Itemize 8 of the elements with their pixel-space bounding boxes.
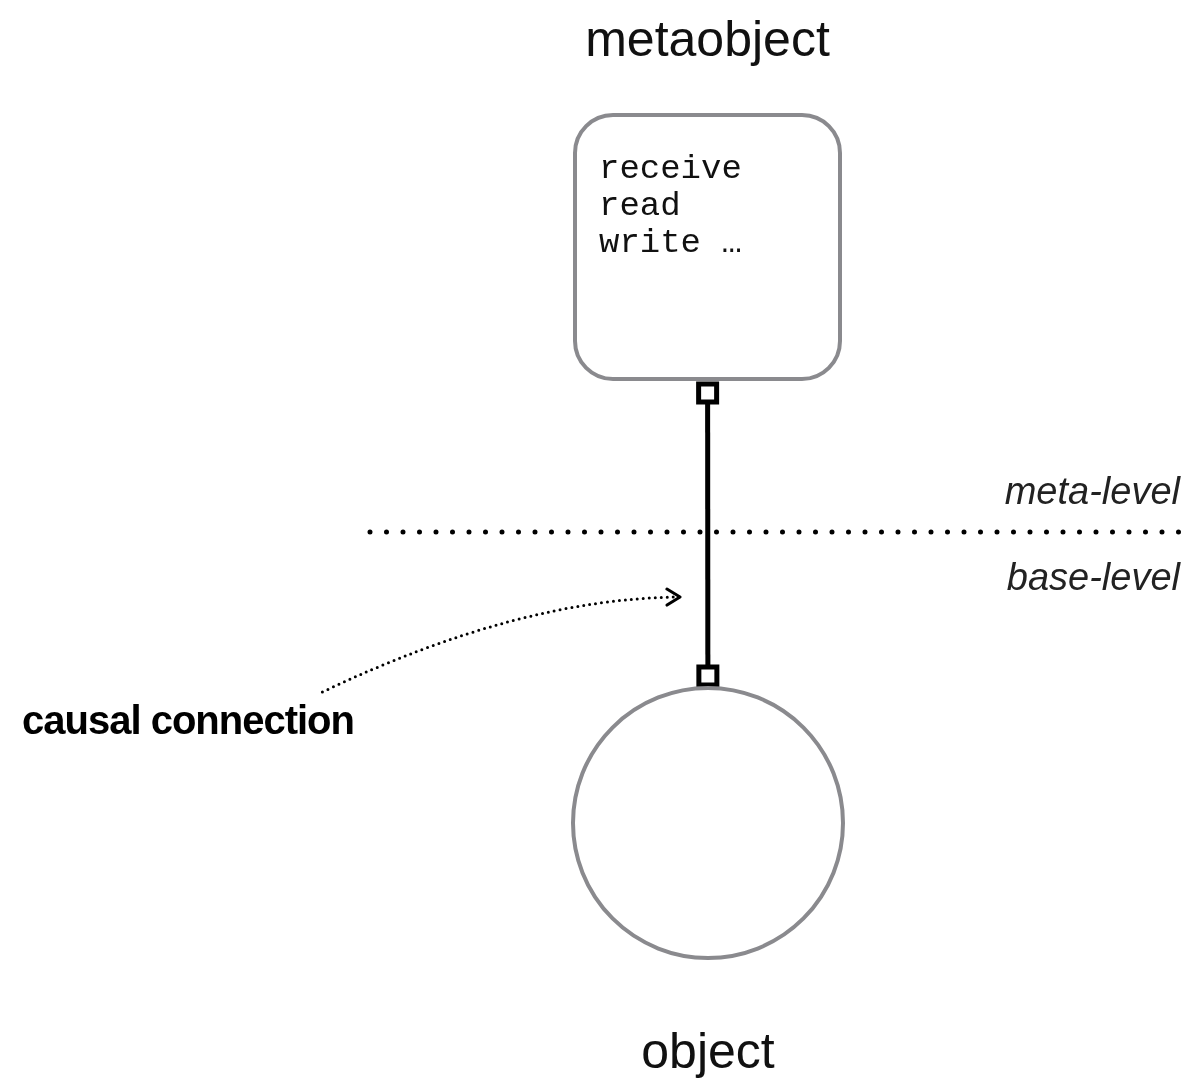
method-list: receive read write … — [599, 151, 763, 262]
leader-line — [320, 587, 682, 694]
level-label: base-level — [1006, 556, 1180, 599]
node-title: object — [641, 1022, 775, 1080]
level-label: meta-level — [1004, 470, 1180, 513]
connector-line — [696, 381, 720, 688]
callout-text: causal connection — [22, 692, 412, 748]
node-title: metaobject — [585, 10, 830, 68]
